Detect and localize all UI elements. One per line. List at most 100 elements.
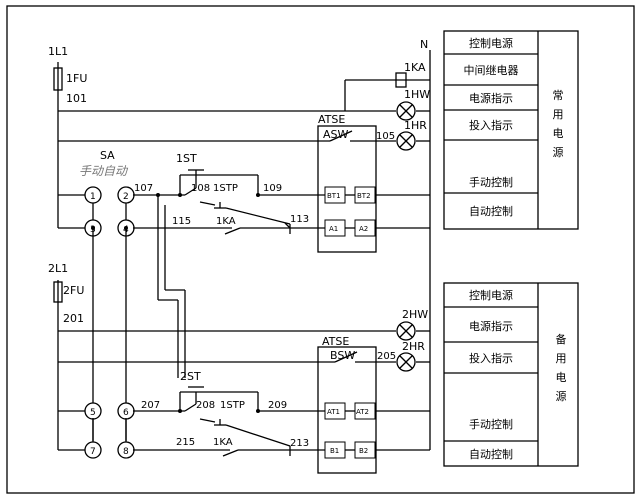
label-bt2: BT2 (357, 192, 371, 200)
label-1stp-upper: 1STP (213, 183, 238, 194)
label-asw: ASW (323, 128, 349, 141)
label-215: 215 (176, 437, 195, 448)
label-bt1: BT1 (327, 192, 341, 200)
label-n: N (420, 38, 428, 51)
terminal-at2 (354, 402, 376, 420)
label-201: 201 (63, 312, 84, 325)
relay-coil-1ka (395, 72, 407, 88)
legend-common-row-2: 电源指示 (469, 91, 513, 105)
label-b1: B1 (330, 447, 339, 455)
lamp-1hw-icon (396, 101, 416, 121)
legend-standby-side-3: 源 (556, 389, 567, 403)
terminal-a2 (354, 219, 376, 237)
label-113: 113 (290, 214, 309, 225)
legend-standby-row-4: 自动控制 (469, 447, 513, 461)
legend-standby-side-2: 电 (556, 371, 567, 384)
label-1ka-lower: 1KA (213, 437, 233, 448)
legend-common-row-1: 中间继电器 (464, 64, 519, 77)
terminal-bt2 (354, 186, 376, 204)
label-1hw: 1HW (404, 88, 430, 101)
atse-box-lower (317, 346, 377, 474)
legend-common-side-3: 源 (553, 145, 564, 159)
sa-terminal-4: 4 (123, 225, 129, 235)
label-115: 115 (172, 216, 191, 227)
label-205: 205 (377, 351, 396, 362)
label-b2: B2 (359, 447, 368, 455)
sa-terminal-8: 8 (123, 447, 129, 457)
terminal-a1 (324, 219, 346, 237)
label-1st: 1ST (176, 152, 197, 165)
legend-common-side-0: 常 (553, 89, 564, 102)
sa-terminal-2: 2 (123, 192, 129, 202)
label-atse-lower: ATSE (322, 335, 349, 348)
label-1hr: 1HR (404, 119, 427, 132)
label-105: 105 (376, 131, 395, 142)
label-209: 209 (268, 400, 287, 411)
terminal-b2 (354, 441, 376, 459)
legend-common-row-4: 手动控制 (469, 175, 513, 189)
outer-frame (6, 5, 635, 494)
bsw-contact (334, 351, 358, 363)
label-2hw: 2HW (402, 308, 428, 321)
sa-terminal-6: 6 (123, 408, 129, 418)
label-1ka-coil: 1KA (404, 61, 426, 74)
label-at1: AT1 (327, 408, 340, 416)
legend-common-row-3: 投入指示 (469, 118, 513, 132)
label-2hr: 2HR (402, 340, 425, 353)
wiring (57, 50, 431, 451)
fuse-1fu (53, 67, 63, 91)
legend-common-row-5: 自动控制 (469, 204, 513, 218)
legend-standby-row-3: 手动控制 (469, 417, 513, 431)
lamp-2hw-icon (396, 321, 416, 341)
legend-standby-row-1: 电源指示 (469, 319, 513, 333)
label-101: 101 (66, 92, 87, 105)
switch-1stp-lower (199, 418, 291, 447)
legend-standby-side-1: 用 (556, 352, 567, 365)
legend-standby-row-2: 投入指示 (469, 351, 513, 365)
label-1ka-upper: 1KA (216, 216, 236, 227)
switch-1st (184, 169, 204, 196)
legend-standby-row-0: 控制电源 (469, 288, 513, 302)
label-1fu: 1FU (66, 72, 87, 85)
legend-table-standby: 控制电源 电源指示 投入指示 手动控制 自动控制 备 用 电 源 (443, 282, 579, 467)
terminal-b1 (324, 441, 346, 459)
contact-1ka-upper (224, 227, 241, 235)
lamp-2hr-icon (396, 352, 416, 372)
label-a2: A2 (359, 225, 368, 233)
fuse-2fu (53, 281, 63, 303)
label-207: 207 (141, 400, 160, 411)
atse-box-upper (317, 125, 377, 253)
sa-terminal-1: 1 (90, 192, 96, 202)
legend-table-common: 控制电源 中间继电器 电源指示 投入指示 手动控制 自动控制 常 用 电 源 (443, 30, 579, 230)
terminal-bt1 (324, 186, 346, 204)
label-sa-modes: 手动自动 (79, 164, 129, 178)
switch-1stp-upper (199, 201, 291, 225)
contact-1ka-lower (222, 449, 239, 457)
label-1stp-lower: 1STP (220, 400, 245, 411)
label-sa: SA (100, 149, 115, 162)
label-2fu: 2FU (63, 284, 84, 297)
sa-terminals (84, 186, 135, 459)
label-107: 107 (134, 183, 153, 194)
label-atse-upper: ATSE (318, 113, 345, 126)
label-a1: A1 (329, 225, 338, 233)
label-109: 109 (263, 183, 282, 194)
label-bsw: BSW (330, 349, 355, 362)
label-1l1: 1L1 (48, 45, 68, 58)
label-2l1: 2L1 (48, 262, 68, 275)
legend-common-side-1: 用 (553, 108, 564, 121)
label-2st: 2ST (180, 370, 201, 383)
label-at2: AT2 (356, 408, 369, 416)
terminal-at1 (324, 402, 346, 420)
label-213: 213 (290, 438, 309, 449)
sa-terminal-7: 7 (90, 447, 96, 457)
legend-common-row-0: 控制电源 (469, 36, 513, 50)
contact-113 (284, 222, 291, 234)
legend-standby-side-0: 备 (556, 332, 567, 346)
legend-common-side-2: 电 (553, 127, 564, 140)
sa-terminal-3: 3 (90, 225, 96, 235)
switch-2st (184, 386, 204, 412)
diagram-labels: 1L1 1FU 101 2L1 2FU 201 N 1KA 1HW 1HR 10… (48, 38, 430, 457)
